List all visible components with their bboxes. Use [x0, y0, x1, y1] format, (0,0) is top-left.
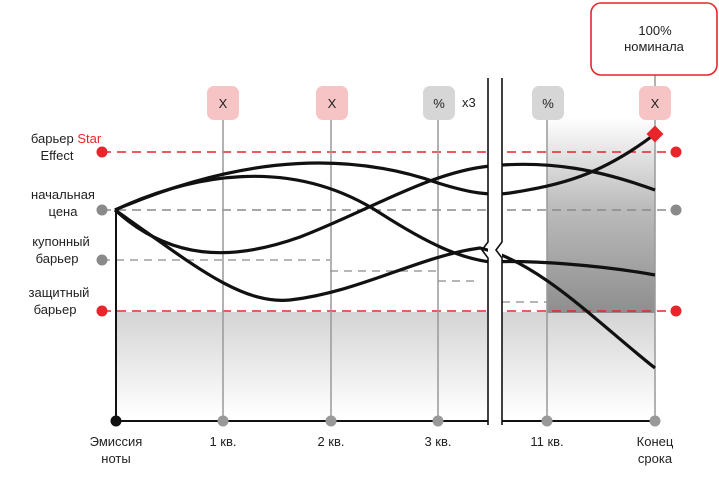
protective-barrier-label-line1: защитный [29, 285, 90, 300]
price-path-2 [114, 174, 656, 277]
below-protective-barrier-shade-right [502, 312, 655, 416]
final-period-shade [547, 117, 655, 313]
multiplier-label: x3 [462, 95, 476, 110]
maturity-label-line2: срока [638, 451, 673, 466]
issue-label-line2: ноты [101, 451, 130, 466]
star-barrier-dot-left [96, 146, 108, 158]
coupon-barrier-label-line1: купонный [32, 234, 90, 249]
star-barrier-label: барьер Star [31, 131, 102, 146]
star-barrier-dot-right [670, 146, 682, 158]
initial-price-label-line1: начальная [31, 187, 95, 202]
protective-barrier-dot-right [670, 305, 682, 317]
initial-price-dot-right [670, 204, 682, 216]
protective-barrier-label-line2: барьер [34, 302, 77, 317]
marker-2-label: X [328, 96, 337, 111]
axis-break-icon [481, 78, 489, 425]
marker-1-label: X [219, 96, 228, 111]
maturity-label-line1: Конец [637, 434, 674, 449]
callout-line-1: 100% [638, 23, 672, 38]
red-diamond-icon [646, 125, 664, 143]
q1-axis-dot [217, 415, 229, 427]
price-path-4 [114, 208, 656, 370]
q11-label: 11 кв. [530, 434, 563, 449]
protective-barrier-dot-left [96, 305, 108, 317]
coupon-barrier-dot-left [96, 254, 108, 266]
q3-axis-dot [432, 415, 444, 427]
price-path-3 [113, 162, 656, 255]
star-barrier-label-line2: Effect [40, 148, 73, 163]
maturity-axis-dot [649, 415, 661, 427]
marker-5-label: X [651, 96, 660, 111]
x-marker-icon: X [207, 86, 239, 120]
callout-line-2: номинала [624, 39, 685, 54]
q2-axis-dot [325, 415, 337, 427]
axis-break-icon-right [495, 78, 503, 425]
nominal-callout-box [590, 2, 718, 76]
q3-label: 3 кв. [424, 434, 451, 449]
initial-price-dot-left [96, 204, 108, 216]
q1-label: 1 кв. [209, 434, 236, 449]
q11-axis-dot [541, 415, 553, 427]
x-marker-icon: X [316, 86, 348, 120]
axis-break-gap [488, 80, 502, 425]
marker-4-label: % [542, 96, 554, 111]
q2-label: 2 кв. [317, 434, 344, 449]
coupon-barrier-label-line2: барьер [36, 251, 79, 266]
percent-marker-icon: % [532, 86, 564, 120]
issue-axis-dot [110, 415, 122, 427]
initial-price-label-line2: цена [49, 204, 79, 219]
percent-marker-icon: % [423, 86, 455, 120]
below-protective-barrier-shade [117, 312, 487, 416]
issue-label-line1: Эмиссия [90, 434, 143, 449]
x-marker-icon: X [639, 86, 671, 120]
marker-3-label: % [433, 96, 445, 111]
price-path-1 [114, 132, 656, 212]
